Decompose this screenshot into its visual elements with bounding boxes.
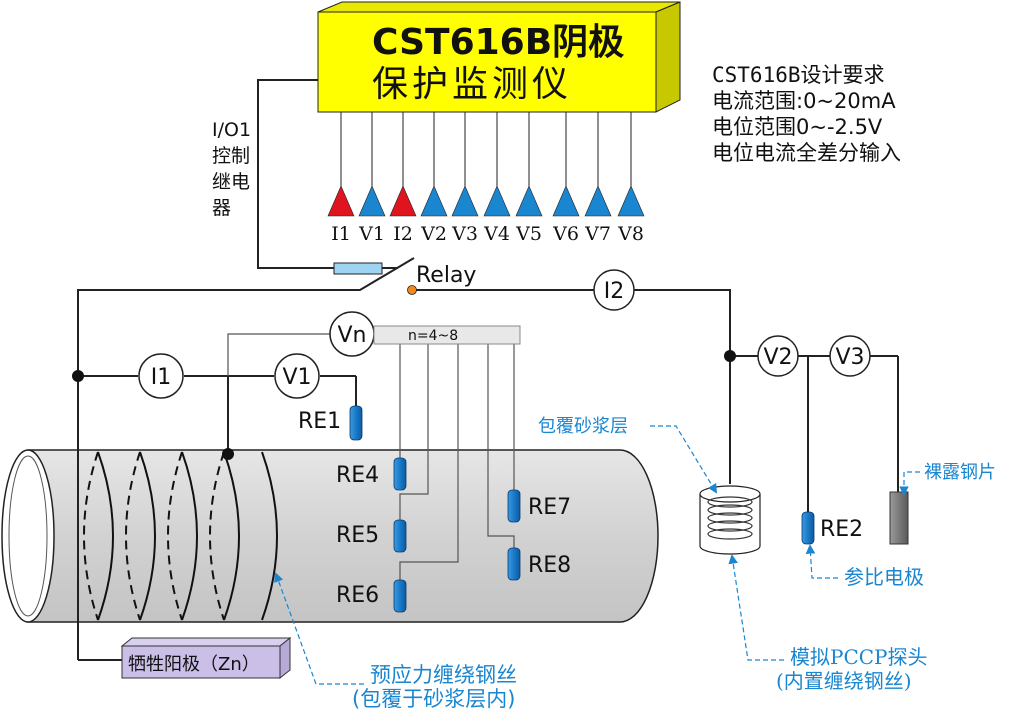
pccp-probe-label-line1: 模拟PCCP探头 bbox=[790, 645, 928, 669]
channel-label-v7: V7 bbox=[584, 223, 611, 245]
channel-pins bbox=[327, 112, 645, 217]
mortar-layer-label: 包覆砂浆层 bbox=[538, 416, 628, 437]
meter-v1-label: V1 bbox=[282, 365, 311, 390]
channel-label-v4: V4 bbox=[483, 223, 510, 245]
requirements-current-range: 电流范围:0~20mA bbox=[712, 89, 896, 113]
electrode-re1: RE1 bbox=[298, 405, 363, 441]
junction-dot-right bbox=[724, 350, 736, 362]
electrode-re2-label: RE2 bbox=[820, 517, 863, 542]
channel-label-v2: V2 bbox=[420, 223, 447, 245]
requirements-potential-range: 电位范围0~-2.5V bbox=[712, 115, 883, 139]
channel-selector-box: n=4~8 bbox=[373, 325, 521, 345]
channel-label-i1: I1 bbox=[331, 223, 351, 245]
reference-electrode-label: 参比电极 bbox=[844, 565, 924, 589]
channel-label-i2: I2 bbox=[393, 223, 413, 245]
electrode-re5-label: RE5 bbox=[336, 523, 379, 548]
channel-label-v8: V8 bbox=[617, 223, 644, 245]
junction-dot-left bbox=[72, 370, 84, 382]
channel-pin-v6 bbox=[552, 112, 580, 217]
io-label: I/O1 bbox=[212, 119, 251, 141]
channel-pin-v7 bbox=[584, 112, 612, 217]
electrode-re1-label: RE1 bbox=[298, 409, 341, 434]
meter-i2-label: I2 bbox=[604, 279, 625, 304]
channel-pin-v2 bbox=[420, 112, 448, 217]
relay-control-line3: 继电 bbox=[212, 171, 250, 193]
channel-pin-v1 bbox=[358, 112, 386, 217]
electrode-re8: RE8 bbox=[507, 547, 571, 581]
channel-pin-v3 bbox=[451, 112, 479, 217]
channel-pin-i1 bbox=[327, 112, 355, 217]
anode-label: 牺牲阳极（Zn） bbox=[128, 654, 260, 675]
electrode-re8-label: RE8 bbox=[528, 553, 571, 578]
annotation-arrows bbox=[274, 425, 920, 685]
channel-label-v1: V1 bbox=[358, 223, 385, 245]
meter-v3-label: V3 bbox=[835, 345, 864, 370]
instrument-title-line2: 保护监测仪 bbox=[372, 64, 572, 105]
channel-label-v6: V6 bbox=[552, 223, 579, 245]
channel-pin-v4 bbox=[483, 112, 511, 217]
exposed-steel-label: 裸露钢片 bbox=[924, 462, 996, 483]
electrode-re7: RE7 bbox=[507, 489, 571, 523]
relay-contact-dot bbox=[407, 285, 417, 295]
channel-pin-i2 bbox=[389, 112, 417, 217]
sacrificial-anode: 牺牲阳极（Zn） bbox=[120, 636, 292, 680]
meter-i2: I2 bbox=[593, 269, 635, 311]
meter-v1: V1 bbox=[274, 353, 320, 399]
pipe bbox=[1, 449, 659, 623]
requirements-input-type: 电位电流全差分输入 bbox=[712, 141, 901, 165]
instrument-box: CST616B阴极 保护监测仪 bbox=[317, 1, 681, 113]
electrode-re7-label: RE7 bbox=[528, 495, 571, 520]
channel-pin-v5 bbox=[515, 112, 543, 217]
meter-vn-label: Vn bbox=[338, 323, 367, 348]
channel-label-v3: V3 bbox=[451, 223, 478, 245]
prestress-wire-coils bbox=[83, 451, 278, 621]
instrument-title-line1: CST616B阴极 bbox=[372, 22, 624, 63]
meter-v2-label: V2 bbox=[763, 345, 792, 370]
meter-i1-label: I1 bbox=[151, 365, 172, 390]
channel-label-v5: V5 bbox=[515, 223, 542, 245]
prestress-wire-label-line2: (包覆于砂浆层内) bbox=[352, 687, 515, 711]
wiring bbox=[77, 257, 899, 661]
relay-label: Relay bbox=[416, 263, 476, 288]
design-requirements: CST616B设计要求 电流范围:0~20mA 电位范围0~-2.5V 电位电流… bbox=[712, 63, 901, 165]
channel-selector-label: n=4~8 bbox=[408, 328, 458, 344]
meter-vn: Vn bbox=[329, 311, 375, 357]
requirements-title: CST616B设计要求 bbox=[712, 63, 885, 87]
electrode-re6: RE6 bbox=[336, 579, 407, 613]
pccp-probe bbox=[699, 485, 761, 555]
electrode-re2: RE2 bbox=[801, 511, 863, 545]
prestress-wire-label-line1: 预应力缠绕钢丝 bbox=[370, 663, 517, 687]
relay-control-line2: 控制 bbox=[212, 145, 250, 167]
junction-dot-coil bbox=[222, 448, 234, 460]
relay-control-line4: 器 bbox=[212, 197, 231, 219]
electrode-re4-label: RE4 bbox=[336, 463, 379, 488]
electrode-re6-label: RE6 bbox=[336, 583, 379, 608]
exposed-steel-plate bbox=[889, 491, 909, 545]
meter-v2: V2 bbox=[757, 335, 799, 377]
channel-pin-v8 bbox=[617, 112, 645, 217]
pccp-probe-label-line2: (内置缠绕钢丝) bbox=[776, 669, 912, 693]
electrode-re5: RE5 bbox=[336, 519, 407, 553]
electrode-re4: RE4 bbox=[336, 457, 407, 491]
meter-v3: V3 bbox=[829, 335, 871, 377]
meter-i1: I1 bbox=[138, 353, 184, 399]
relay-coil bbox=[333, 262, 383, 275]
